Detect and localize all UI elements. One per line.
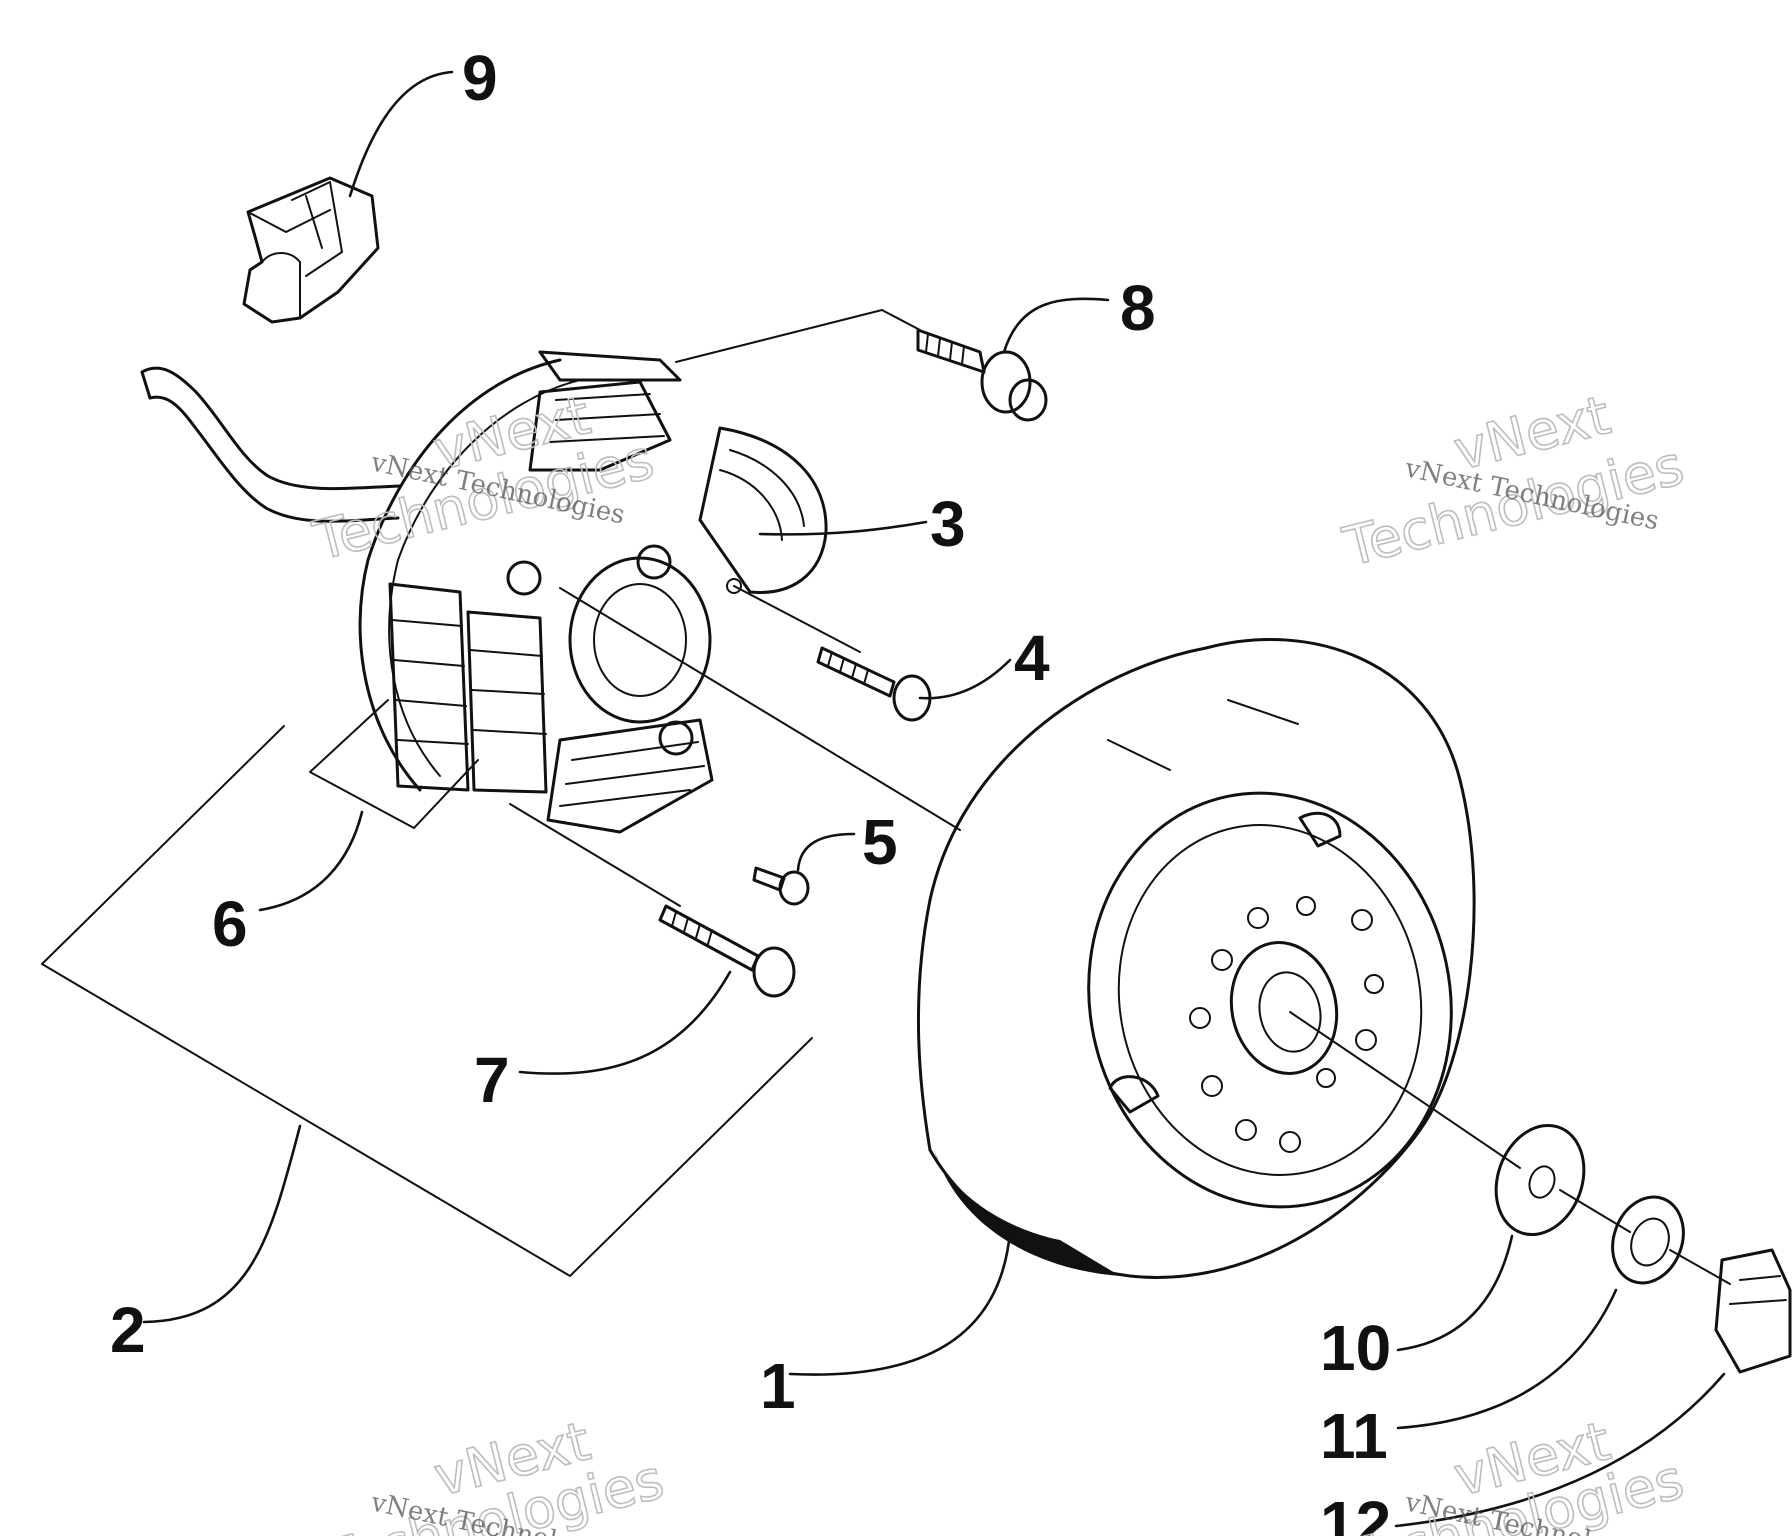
callout-7: 7 [474,1044,510,1116]
watermark-bottom-left: vNext Technologies vNext Technologies [316,1409,670,1536]
part-9-grommet [242,176,380,324]
callout-11: 11 [1320,1400,1388,1472]
part-10-washer [1494,1123,1586,1237]
callout-labels: 1 2 3 4 5 6 7 8 9 10 11 12 [110,42,1391,1536]
callout-12: 12 [1320,1488,1391,1536]
part-12-nut [1714,1248,1792,1374]
watermark-top-left: vNext Technologies vNext Technologies [306,383,660,574]
part-1-flywheel [916,637,1476,1279]
callout-4: 4 [1014,622,1050,694]
part-5-screw [752,866,810,906]
part-11-lock-washer [1611,1195,1685,1285]
callout-10: 10 [1320,1312,1391,1384]
assembly-lines [41,309,1731,1285]
callout-6: 6 [212,888,248,960]
part-7-screw [658,904,796,998]
callout-1: 1 [760,1350,796,1422]
part-8-bolt [916,328,1048,422]
part-2-stator-assembly [140,350,828,834]
callout-3: 3 [930,488,966,560]
callout-2: 2 [110,1294,146,1366]
callout-8: 8 [1120,272,1156,344]
callout-9: 9 [462,42,498,114]
callout-5: 5 [862,806,898,878]
leaders [142,70,1726,1528]
watermark-top-right: vNext Technologies vNext Technologies [1336,383,1690,580]
part-4-screw [816,646,932,722]
